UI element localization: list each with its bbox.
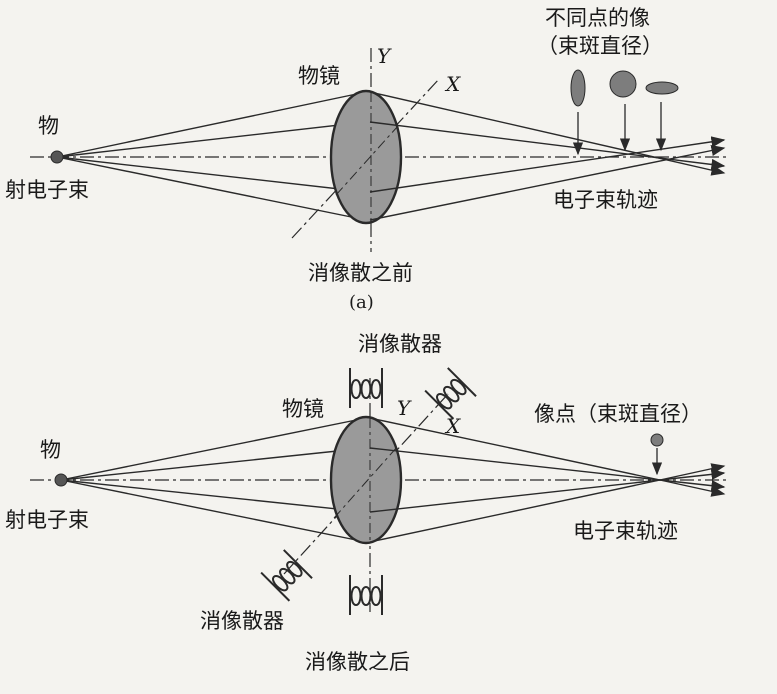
- bottom-stigmator-left-label: 消像散器: [200, 609, 284, 633]
- top-trajectory-label: 电子束轨迹: [553, 188, 658, 212]
- bottom-x-axis-label: X: [446, 414, 461, 438]
- bottom-image-spot: [650, 433, 664, 447]
- top-lens-label: 物镜: [298, 64, 340, 88]
- bottom-stigmator-top-label: 消像散器: [358, 332, 442, 356]
- top-object-label: 物: [38, 114, 59, 138]
- top-x-axis-label: X: [446, 72, 461, 96]
- stigmator-coil-bottom-icon: [349, 575, 383, 615]
- top-spot-round: [609, 70, 637, 98]
- top-image-title-line2: （束斑直径）: [537, 34, 663, 58]
- top-objective-lens: [329, 89, 403, 225]
- top-source-label: 射电子束: [5, 178, 89, 202]
- bottom-trajectory-label: 电子束轨迹: [573, 519, 678, 543]
- top-caption: 消像散之前: [308, 261, 413, 285]
- bottom-object-label: 物: [40, 438, 61, 462]
- bottom-incoming-rays: [60, 417, 367, 543]
- stigmator-coil-lower-left-icon: [260, 549, 313, 602]
- bottom-source-label: 射电子束: [5, 508, 89, 532]
- bottom-outgoing-rays: [369, 417, 726, 543]
- top-object-point: [50, 150, 64, 164]
- bottom-lens-label: 物镜: [282, 397, 324, 421]
- top-incoming-rays: [56, 91, 367, 221]
- bottom-x-axis: [283, 393, 449, 575]
- top-spot-horizontal: [645, 81, 679, 95]
- top-diagram: [30, 48, 728, 252]
- top-y-axis-label: Y: [377, 44, 391, 68]
- bottom-y-axis-label: Y: [397, 396, 411, 420]
- bottom-objective-lens: [329, 415, 403, 545]
- top-subcaption: (a): [349, 292, 374, 313]
- stigmator-coil-upper-right-icon: [424, 367, 477, 420]
- stigmator-coil-top-icon: [349, 368, 383, 408]
- top-image-title-line1: 不同点的像: [545, 6, 650, 30]
- bottom-object-point: [54, 473, 68, 487]
- top-spot-vertical: [570, 69, 586, 107]
- bottom-caption: 消像散之后: [305, 650, 410, 674]
- top-outgoing-rays: [369, 91, 726, 221]
- bottom-diagram: [30, 367, 728, 615]
- bottom-image-point-label: 像点（束斑直径）: [534, 402, 702, 426]
